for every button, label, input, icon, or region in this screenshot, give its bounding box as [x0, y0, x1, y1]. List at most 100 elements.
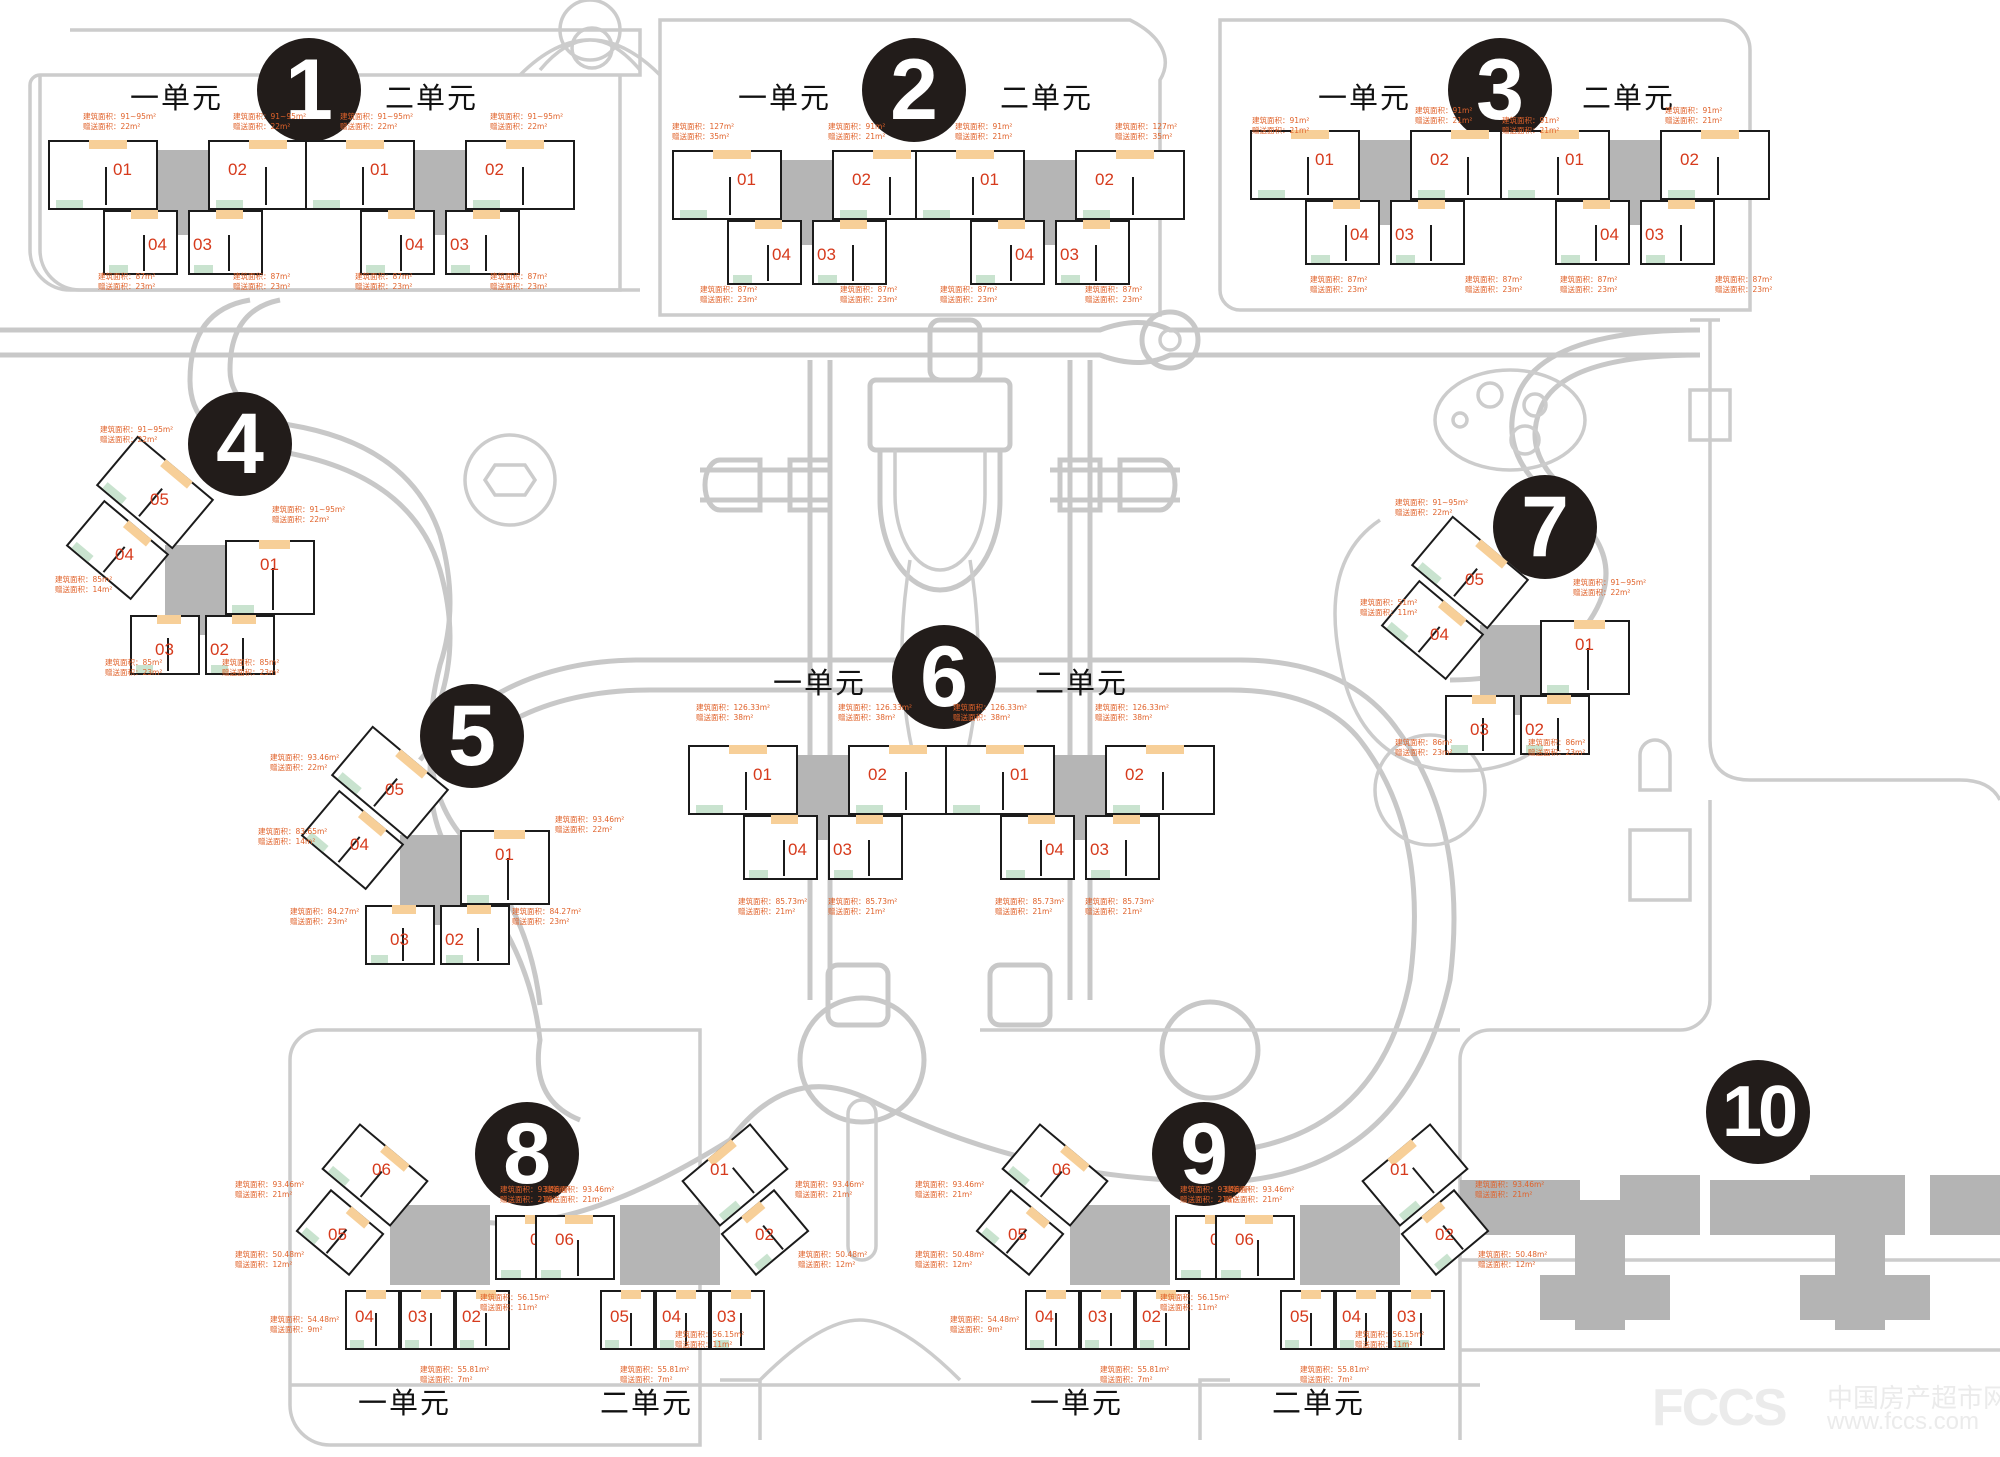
green-space	[1525, 745, 1543, 753]
apartment-number: 02	[462, 1307, 481, 1326]
apartment-number: 02	[868, 765, 887, 784]
apartment-area-label: 建筑面积：93.46m² 赠送面积：22m²	[270, 753, 340, 772]
apartment-area-label: 建筑面积：126.33m² 赠送面积：38m²	[838, 703, 913, 722]
apartment-area-label: 建筑面积：91m² 赠送面积：21m²	[955, 122, 1013, 141]
balcony	[248, 140, 287, 149]
apartment-area-label: 建筑面积：50.48m² 赠送面积：12m²	[235, 1250, 305, 1269]
balcony	[985, 745, 1024, 754]
building-badge-1[interactable]: 1	[257, 38, 361, 142]
apartment-number: 01	[495, 845, 514, 864]
balcony	[565, 1215, 593, 1224]
apartment-area-label: 建筑面积：93.46m² 赠送面积：22m²	[555, 815, 625, 834]
apartment-03	[1445, 695, 1515, 755]
green-space	[231, 605, 254, 613]
apartment-number: 03	[1060, 245, 1079, 264]
balcony	[1333, 200, 1360, 209]
apartment-number: 01	[370, 160, 389, 179]
apartment-02	[1660, 130, 1770, 200]
building-badge-3[interactable]: 3	[1448, 38, 1552, 142]
stair-core	[620, 1205, 720, 1285]
apartment-02	[1105, 745, 1215, 815]
green-space	[55, 200, 83, 208]
apartment-number: 05	[385, 780, 404, 799]
building-badge-2[interactable]: 2	[862, 38, 966, 142]
building-badge-4[interactable]: 4	[188, 392, 292, 496]
balcony	[872, 150, 911, 159]
building-badge-5[interactable]: 5	[420, 684, 524, 788]
building-badge-10[interactable]: 10	[1706, 1060, 1810, 1164]
apartment-area-label: 建筑面积：91~95m² 赠送面积：22m²	[233, 112, 307, 131]
apartment-number: 04	[115, 545, 134, 564]
apartment-01	[305, 140, 415, 210]
green-space	[370, 955, 388, 963]
green-space	[1139, 1340, 1154, 1348]
apartment-number: 01	[1315, 150, 1334, 169]
apartment-number: 03	[193, 235, 212, 254]
apartment-number: 03	[817, 245, 836, 264]
green-space	[1560, 255, 1580, 263]
balcony	[1290, 130, 1329, 139]
apartment-04	[727, 220, 802, 285]
balcony	[1471, 695, 1496, 704]
building-badge-6[interactable]: 6	[892, 625, 996, 729]
apartment-area-label: 建筑面积：55.81m² 赠送面积：7m²	[620, 1365, 690, 1384]
apartment-number: 05	[1290, 1307, 1309, 1326]
apartment-number: 02	[1125, 765, 1144, 784]
apartment-number: 01	[737, 170, 756, 189]
apartment-area-label: 建筑面积：93.46m² 赠送面积：21m²	[1180, 1185, 1250, 1204]
green-space	[215, 200, 243, 208]
green-space	[748, 870, 768, 878]
green-space	[459, 1340, 474, 1348]
apartment-number: 03	[1395, 225, 1414, 244]
building-badge-7[interactable]: 7	[1493, 475, 1597, 579]
balcony	[131, 210, 158, 219]
balcony	[391, 905, 416, 914]
apartment-04	[1000, 815, 1075, 880]
apartment-number: 06	[1052, 1160, 1071, 1179]
green-space	[210, 665, 228, 673]
balcony	[493, 830, 525, 839]
apartment-area-label: 建筑面积：87m² 赠送面积：23m²	[490, 272, 548, 291]
apartment-number: 06	[372, 1160, 391, 1179]
apartment-number: 03	[717, 1307, 736, 1326]
balcony	[1540, 130, 1579, 139]
apartment-03	[400, 1290, 455, 1350]
green-space	[604, 1340, 619, 1348]
apartment-area-label: 建筑面积：55.81m² 赠送面积：7m²	[420, 1365, 490, 1384]
balcony	[231, 615, 256, 624]
green-space	[1546, 685, 1569, 693]
balcony	[1028, 815, 1055, 824]
apartment-01	[1500, 130, 1610, 200]
apartment-area-label: 建筑面积：50.48m² 赠送面积：12m²	[915, 1250, 985, 1269]
apartment-03	[365, 905, 435, 965]
apartment-05	[1280, 1290, 1335, 1350]
apartment-area-label: 建筑面积：91~95m² 赠送面积：22m²	[100, 425, 174, 444]
building-badge-8[interactable]: 8	[475, 1102, 579, 1206]
apartment-area-label: 建筑面积：91m² 赠送面积：21m²	[1415, 106, 1473, 125]
apartment-area-label: 建筑面积：85m² 赠送面积：23m²	[222, 658, 280, 677]
apartment-04	[1305, 200, 1380, 265]
green-space	[1029, 1340, 1044, 1348]
apartment-area-label: 建筑面积：126.33m² 赠送面积：38m²	[696, 703, 771, 722]
building-6-unit-1-title: 一单元	[773, 666, 867, 700]
apartment-area-label: 建筑面积：87m² 赠送面积：23m²	[1560, 275, 1618, 294]
apartment-area-label: 建筑面积：85.73m² 赠送面积：21m²	[828, 897, 898, 916]
green-space	[1417, 190, 1445, 198]
green-space	[312, 200, 340, 208]
apartment-number: 05	[328, 1225, 347, 1244]
balcony	[1156, 1290, 1176, 1299]
south-gate	[720, 1318, 1230, 1440]
plot-boundary-building-8	[288, 1028, 702, 1447]
green-space	[1284, 1340, 1299, 1348]
apartment-area-label: 建筑面积：87m² 赠送面积：23m²	[1715, 275, 1773, 294]
apartment-number: 01	[980, 170, 999, 189]
apartment-02	[205, 615, 275, 675]
building-badge-9[interactable]: 9	[1152, 1102, 1256, 1206]
building-1-unit-2-title: 二单元	[385, 81, 479, 115]
apartment-area-label: 建筑面积：87m² 赠送面积：23m²	[1310, 275, 1368, 294]
balcony	[1418, 200, 1445, 209]
apartment-number: 03	[390, 930, 409, 949]
green-space	[365, 265, 385, 273]
apartment-area-label: 建筑面积：91~95m² 赠送面积：22m²	[340, 112, 414, 131]
apartment-area-label: 建筑面积：91m² 赠送面积：21m²	[828, 122, 886, 141]
